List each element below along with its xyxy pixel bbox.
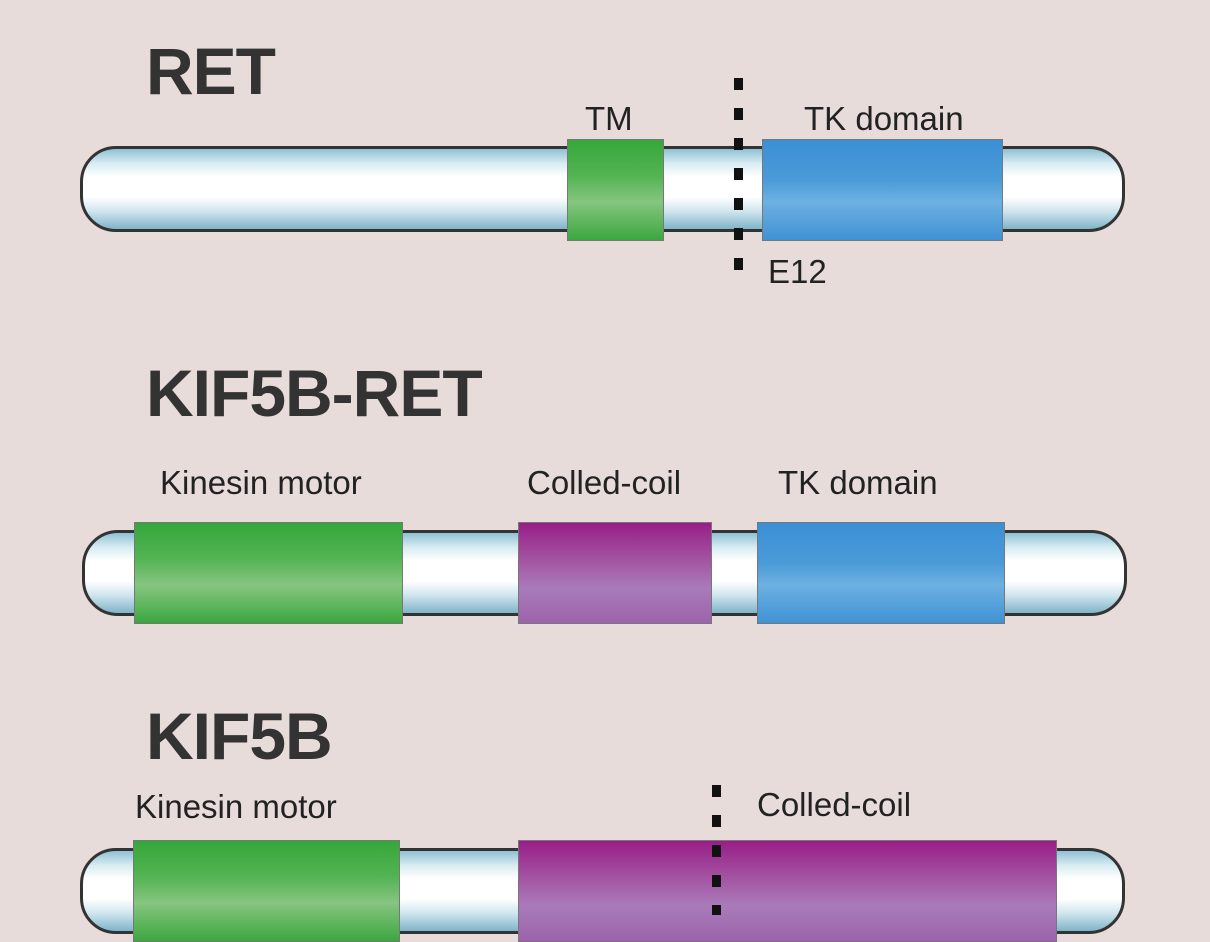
fusion-coil-domain xyxy=(518,522,712,624)
fusion-title: KIF5B-RET xyxy=(146,356,483,430)
tm-label: TM xyxy=(585,100,633,137)
kif5b-kinesin-domain xyxy=(133,840,400,942)
fusion-tk-label: TK domain xyxy=(778,464,938,501)
kif5b-kinesin-label: Kinesin motor xyxy=(135,788,337,825)
kif5b-breakpoint-line xyxy=(712,785,721,915)
fusion-kinesin-label: Kinesin motor xyxy=(160,464,362,501)
ret-tk-label: TK domain xyxy=(804,100,964,137)
fusion-coil-label: Colled-coil xyxy=(527,464,682,501)
fusion-kinesin-domain xyxy=(134,522,403,624)
kif5b-coil-label: Colled-coil xyxy=(757,786,912,823)
e12-label: E12 xyxy=(768,253,827,290)
ret-breakpoint-line xyxy=(734,78,743,284)
ret-title: RET xyxy=(146,34,276,108)
fusion-tk-domain xyxy=(757,522,1005,624)
ret-tk-domain xyxy=(762,139,1003,241)
ret-tm-domain xyxy=(567,139,664,241)
kif5b-coil-domain xyxy=(518,840,1057,942)
kif5b-title: KIF5B xyxy=(146,699,333,773)
